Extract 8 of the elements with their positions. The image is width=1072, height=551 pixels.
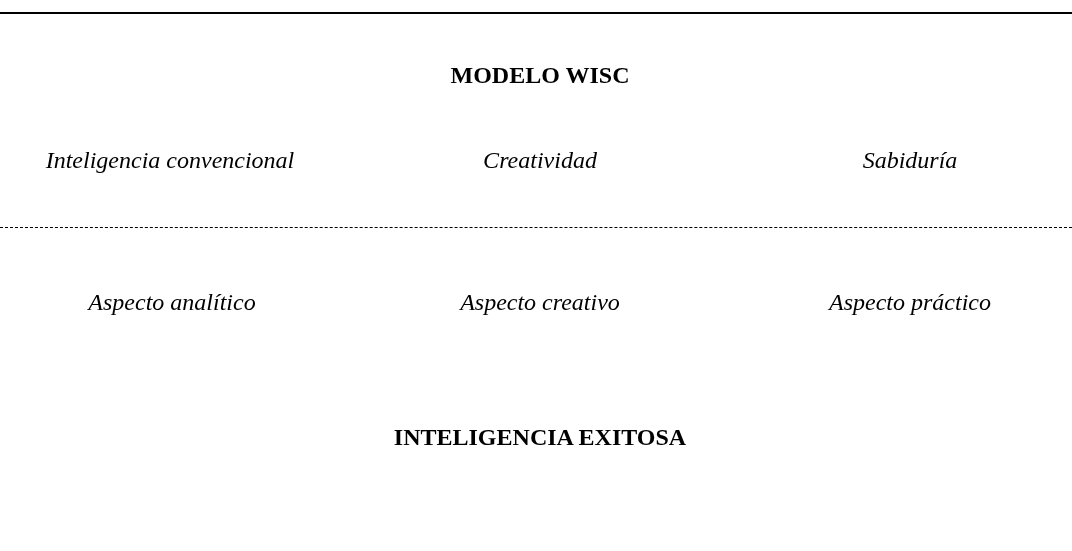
column-heading: Inteligencia convencional [45,146,295,174]
aspect-label: Aspecto analítico [88,288,256,316]
aspect-label: Aspecto creativo [460,288,620,316]
heading: INTELIGENCIA EXITOSA [393,423,687,451]
aspect-label: Aspecto práctico [829,288,991,316]
column-heading: Sabiduría [862,146,958,174]
column-heading: Creatividad [483,146,597,174]
heading: MODELO WISC [450,61,630,89]
